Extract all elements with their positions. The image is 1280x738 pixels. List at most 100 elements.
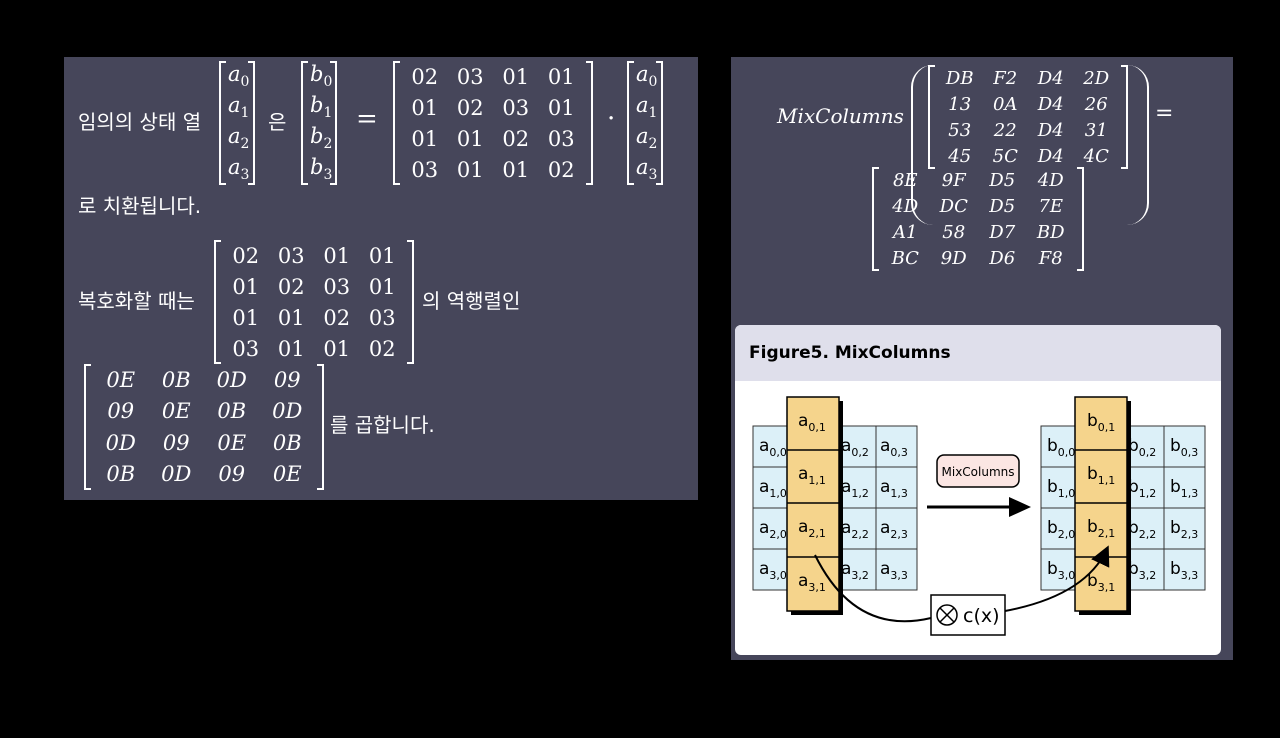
inverse-matrix-cell: 09	[162, 430, 190, 455]
input-matrix-cell: 31	[1084, 119, 1108, 141]
matrix-cell: 01	[411, 126, 439, 151]
equals-sign-right: =	[1155, 101, 1174, 126]
output-matrix-cell: D5	[989, 195, 1016, 217]
input-matrix-cell: D4	[1037, 119, 1064, 141]
input-matrix-cell: 45	[948, 145, 972, 167]
inverse-matrix-cell: 0E	[272, 462, 302, 487]
output-matrix-cell: 4D	[892, 195, 919, 217]
vector-a-cell: a1	[228, 93, 250, 122]
matrix-cell: 02	[368, 336, 396, 361]
output-matrix-cell: 8E	[892, 169, 918, 191]
input-matrix-cell: D4	[1037, 93, 1064, 115]
inverse-matrix-cell: 0E	[106, 367, 136, 392]
matrix-cell: 01	[277, 336, 305, 361]
inverse-matrix-cell: 0D	[161, 462, 192, 487]
input-matrix-cell: 2D	[1083, 67, 1110, 89]
vector-a-cell: a2	[228, 124, 250, 153]
cx-label: c(x)	[963, 605, 1000, 627]
output-matrix-cell: 4D	[1037, 169, 1064, 191]
intro-text: 임의의 상태 열	[78, 110, 202, 134]
output-matrix-cell: DC	[939, 195, 968, 217]
inverse-matrix-cell: 0D	[216, 367, 247, 392]
output-matrix-cell: 7E	[1038, 195, 1064, 217]
matrix-cell: 03	[232, 336, 260, 361]
output-matrix-cell: BC	[891, 247, 919, 269]
input-matrix-cell: F2	[993, 67, 1018, 89]
matrix-cell: 01	[547, 64, 575, 89]
vector-b-cell: b0	[310, 62, 333, 91]
inverse-matrix-cell: 0D	[105, 430, 136, 455]
decrypt-text: 복호화할 때는	[78, 289, 195, 313]
state-b: b0,0 b1,0 b2,0 b3,0 b0,2 b1,2 b2,2 b3,2 …	[1040, 396, 1206, 615]
matrix-cell: 03	[547, 126, 575, 151]
inverse-matrix-cell: 0E	[161, 399, 191, 424]
input-matrix-cell: D4	[1037, 145, 1064, 167]
matrix-cell: 01	[411, 95, 439, 120]
output-matrix-cell: BD	[1036, 221, 1065, 243]
replaced-text: 로 치환됩니다.	[78, 194, 202, 218]
inverse-matrix-cell: 0E	[217, 430, 247, 455]
figure-caption: Figure5. MixColumns	[735, 325, 1221, 381]
matrix-cell: 02	[547, 157, 575, 182]
input-matrix-cell: 22	[993, 119, 1017, 141]
input-matrix-cell: 0A	[993, 93, 1018, 115]
vector-b-cell: b2	[310, 124, 333, 153]
matrix-cell: 03	[411, 157, 439, 182]
right-paren	[1127, 65, 1149, 225]
output-matrix-cell: F8	[1038, 247, 1063, 269]
output-matrix-cell: 58	[942, 221, 966, 243]
matrix-cell: 01	[277, 305, 305, 330]
matrix-cell: 01	[368, 274, 396, 299]
matrix-cell: 01	[323, 243, 351, 268]
inverse-matrix-cell: 0B	[161, 367, 191, 392]
output-matrix-cell: A1	[893, 221, 918, 243]
mixcolumns-op: MixColumns	[927, 454, 1031, 517]
matrix-cell: 01	[232, 305, 260, 330]
matrix-cell: 01	[368, 243, 396, 268]
mixcolumns-function-label: MixColumns	[777, 104, 904, 128]
matrix-cell: 02	[456, 95, 484, 120]
input-matrix-cell: DB	[945, 67, 974, 89]
matrix-cell: 01	[323, 336, 351, 361]
state-a: a0,0 a1,0 a2,0 a3,0 a0,2 a1,2 a2,2 a3,2 …	[752, 396, 918, 615]
inverse-matrix-cell: 09	[273, 367, 301, 392]
inverse-text: 의 역행렬인	[422, 289, 521, 313]
input-matrix-cell: 53	[948, 119, 972, 141]
input-matrix-cell: 4C	[1083, 145, 1109, 167]
vector-a-cell: a3	[636, 155, 658, 184]
output-matrix-cell: D5	[989, 169, 1016, 191]
vector-b-cell: b3	[310, 155, 333, 184]
matrix-cell: 01	[456, 126, 484, 151]
op-label: MixColumns	[942, 465, 1015, 479]
left-paren	[911, 65, 933, 225]
matrix-cell: 03	[456, 64, 484, 89]
multiply-dot: ·	[607, 104, 616, 134]
matrix-cell: 02	[502, 126, 530, 151]
equals-sign: =	[356, 104, 378, 134]
input-matrix-cell: 13	[948, 93, 972, 115]
output-matrix-cell: D6	[989, 247, 1016, 269]
vector-a-cell: a0	[228, 62, 250, 91]
matrix-cell: 01	[502, 64, 530, 89]
inverse-matrix-cell: 0B	[272, 430, 302, 455]
vector-a-cell: a2	[636, 124, 658, 153]
output-matrix-cell: 9F	[941, 169, 966, 191]
eun-text: 은	[268, 110, 287, 134]
matrix-cell: 03	[323, 274, 351, 299]
input-matrix-cell: 5C	[992, 145, 1018, 167]
inverse-matrix-cell: 0B	[106, 462, 136, 487]
matrix-cell: 01	[502, 157, 530, 182]
vector-a-cell: a0	[636, 62, 658, 91]
input-matrix-cell: 26	[1084, 93, 1108, 115]
matrix-cell: 03	[277, 243, 305, 268]
matrix-cell: 03	[368, 305, 396, 330]
matrix-cell: 02	[411, 64, 439, 89]
